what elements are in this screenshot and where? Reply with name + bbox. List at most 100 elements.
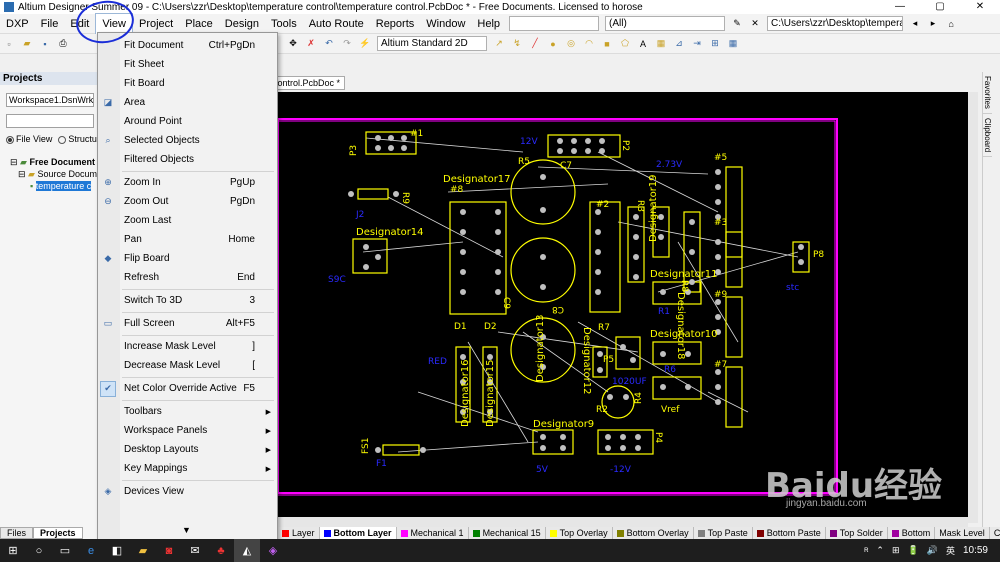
tree-temperature-doc[interactable]: ▪ temperature c	[30, 181, 92, 191]
menu-help[interactable]: Help	[477, 17, 501, 30]
menu-item-flip-board[interactable]: ◆Flip Board	[98, 249, 277, 268]
document-tab[interactable]: control.PcbDoc *	[268, 76, 346, 90]
track-icon[interactable]: ╱	[532, 38, 538, 48]
menu-dxp[interactable]: DXP	[6, 17, 29, 30]
menu-edit[interactable]: Edit	[70, 17, 90, 30]
menu-item-desktop-layouts[interactable]: Desktop Layouts▶	[98, 440, 277, 459]
vertical-scrollbar[interactable]	[968, 92, 978, 523]
close-button[interactable]: ✕	[975, 1, 985, 12]
clipboard-tab[interactable]: Clipboard	[983, 114, 992, 158]
tray-network-icon[interactable]: ⊞	[891, 545, 900, 555]
interactive-route-icon[interactable]: ↯	[513, 38, 521, 48]
tray-battery-icon[interactable]: 🔋	[907, 545, 919, 555]
grid-icon[interactable]: ▦	[728, 38, 738, 48]
layer-tab-top-paste[interactable]: Top Paste	[694, 527, 753, 539]
store-icon[interactable]: ◧	[111, 545, 123, 557]
horizontal-scrollbar[interactable]	[278, 517, 968, 527]
tray-chevron-icon[interactable]: ⌃	[876, 545, 884, 555]
layer-tab-bottom-overlay[interactable]: Bottom Overlay	[613, 527, 694, 539]
favorites-tab[interactable]: Favorites	[983, 72, 992, 114]
projects-tab[interactable]: Projects	[33, 527, 83, 539]
taskbar-clock[interactable]: 10:59	[962, 545, 988, 556]
tree-free-documents[interactable]: ⊟ ▰ Free Document	[10, 157, 95, 167]
maximize-button[interactable]: ▢	[935, 1, 945, 12]
fill-icon[interactable]: ■	[604, 38, 610, 49]
menu-item-selected-objects[interactable]: ⌕Selected Objects	[98, 131, 277, 150]
menu-more-arrow-icon[interactable]: ▼	[182, 525, 191, 535]
layer-tab-top-solder[interactable]: Top Solder	[826, 527, 888, 539]
text-icon[interactable]: A	[639, 38, 646, 49]
nav-back-icon[interactable]: ◂	[912, 18, 918, 28]
clear-filter-icon[interactable]: ✕	[751, 18, 759, 28]
home-icon[interactable]: ⌂	[948, 18, 954, 29]
structure-radio[interactable]: Structu	[58, 134, 97, 144]
menu-reports[interactable]: Reports	[375, 17, 415, 30]
menu-auto-route[interactable]: Auto Route	[308, 17, 364, 30]
layer-tab-top[interactable]: Layer	[278, 527, 320, 539]
deselect-icon[interactable]: ✗	[307, 38, 315, 48]
mail-icon[interactable]: ✉	[190, 545, 200, 557]
tree-source-documents[interactable]: ⊟ ▰ Source Docume	[18, 169, 103, 179]
redo-icon[interactable]: ↷	[343, 38, 351, 48]
layer-tab-mechanical-15[interactable]: Mechanical 15	[469, 527, 546, 539]
select-icon[interactable]: ⇥	[693, 38, 701, 48]
menu-file[interactable]: File	[40, 17, 59, 30]
move-icon[interactable]: ✥	[289, 38, 297, 48]
all-filter-combo[interactable]: (All)	[605, 16, 726, 31]
pad-icon[interactable]: ●	[550, 38, 556, 49]
filter-combo[interactable]	[509, 16, 600, 31]
union-icon[interactable]: ⊞	[711, 38, 719, 48]
apply-filter-icon[interactable]: ✎	[733, 18, 741, 28]
file-view-radio[interactable]: File View	[6, 134, 52, 144]
pcb-canvas[interactable]: Designator17 Designator14 Designator19 D…	[278, 92, 978, 523]
via-icon[interactable]: ◎	[567, 38, 575, 48]
print-icon[interactable]: ⎙	[59, 38, 67, 48]
path-combo[interactable]: C:\Users\zzr\Desktop\temperat	[767, 16, 904, 31]
undo-icon[interactable]: ↶	[325, 38, 333, 48]
mask-level-button[interactable]: Mask Level	[935, 527, 990, 539]
edge-icon[interactable]: e	[87, 544, 95, 557]
layer-tab-mechanical-1[interactable]: Mechanical 1	[397, 527, 469, 539]
tray-volume-icon[interactable]: 🔊	[926, 545, 938, 555]
app-antivirus-icon[interactable]: ♣	[217, 544, 225, 557]
menu-project[interactable]: Project	[138, 17, 174, 30]
file-explorer-icon[interactable]: ▰	[138, 545, 148, 557]
layer-tab-bottom-paste[interactable]: Bottom Paste	[753, 527, 826, 539]
tray-icon-r[interactable]: ᴿ	[864, 545, 869, 556]
altium-taskbar-icon[interactable]: ◭	[234, 539, 260, 562]
menu-item-around-point[interactable]: Around Point	[98, 112, 277, 131]
route-icon[interactable]: ↗	[495, 38, 503, 48]
save-icon[interactable]: ▪	[43, 38, 47, 49]
new-doc-icon[interactable]: ▫	[7, 38, 11, 49]
menu-item-fit-sheet[interactable]: Fit Sheet	[98, 55, 277, 74]
menu-item-decrease-mask-level[interactable]: Decrease Mask Level[	[98, 356, 277, 375]
menu-window[interactable]: Window	[426, 17, 466, 30]
arc-icon[interactable]: ◠	[585, 38, 593, 48]
nav-forward-icon[interactable]: ▸	[930, 18, 936, 28]
menu-place[interactable]: Place	[185, 17, 213, 30]
files-tab[interactable]: Files	[0, 527, 34, 539]
layer-tab-bottom-solder[interactable]: Bottom	[888, 527, 936, 539]
minimize-button[interactable]: —	[895, 1, 905, 12]
windows-start-icon[interactable]: ⊞	[8, 545, 18, 557]
layer-tab-top-overlay[interactable]: Top Overlay	[546, 527, 613, 539]
align-icon[interactable]: ⊿	[675, 38, 683, 48]
clear-button[interactable]: Clear	[990, 527, 1000, 539]
menu-item-fit-board[interactable]: Fit Board	[98, 74, 277, 93]
workspace-field[interactable]: Workspace1.DsnWrk	[6, 93, 94, 107]
menu-design[interactable]: Design	[224, 17, 260, 30]
menu-item-zoom-last[interactable]: Zoom Last	[98, 211, 277, 230]
menu-item-filtered-objects[interactable]: Filtered Objects	[98, 150, 277, 169]
app-red-icon[interactable]: ◙	[165, 544, 173, 557]
view-config-combo[interactable]: Altium Standard 2D	[377, 36, 487, 51]
search-icon[interactable]: ○	[35, 544, 43, 557]
menu-item-workspace-panels[interactable]: Workspace Panels▶	[98, 421, 277, 440]
